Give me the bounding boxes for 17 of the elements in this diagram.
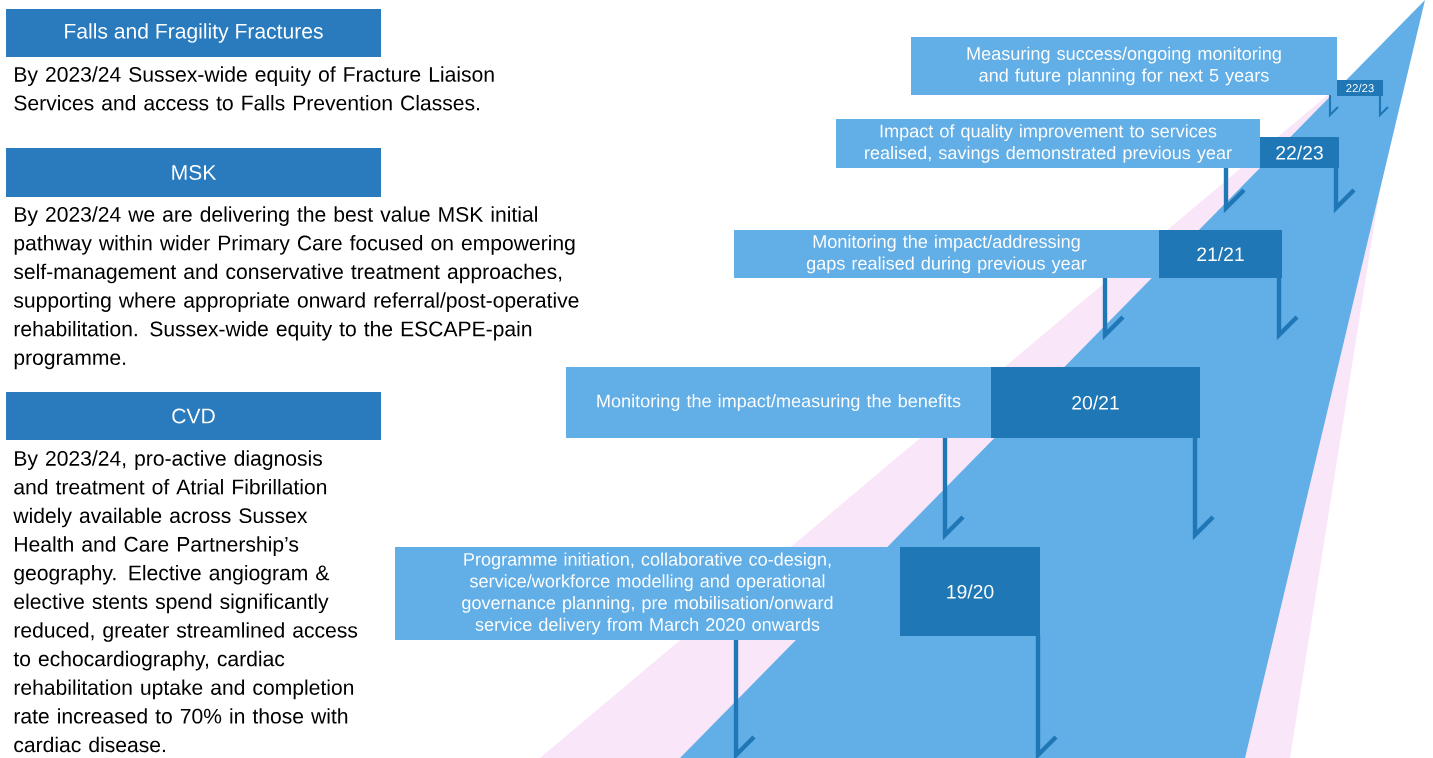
milestone-box: Monitoring the impact/measuring the benefits xyxy=(566,367,991,438)
milestone-box: Programme initiation, collaborative co-design, service/workforce modelling and operational governance planning, pre mobilisation/onward service delivery from March 2020 onwards xyxy=(395,547,900,640)
body-text: By 2023/24 Sussex-wide equity of Fracture Liaison Services and access to Falls Prevention Classes. xyxy=(14,66,494,111)
node-label: Programme initiation, collaborative co-design, service/workforce modelling and operational governance planning, pre mobilisation/onward service delivery from March 2020 onwards xyxy=(462,552,833,635)
milestone-box: Monitoring the impact/addressing gaps realised during previous year xyxy=(734,230,1159,278)
body-text: By 2023/24, pro-active diagnosis and treatment of Atrial Fibrillation widely available across Sussex Health and Care Partnership’s geography. Elective angiogram & elective stents spend significantly reduced, greater streamlined access to echocardiography, cardiac rehabilitation uptake and completion rate increased to 70% in those with cardiac disease. xyxy=(13,450,358,753)
year-flag: 21/21 xyxy=(1159,230,1282,278)
year-flag: 20/21 xyxy=(991,367,1200,438)
milestone-box: Impact of quality improvement to services realised, savings demonstrated previous year xyxy=(836,119,1260,168)
year-flag: 22/23 xyxy=(1337,80,1383,96)
year-flag: 22/23 xyxy=(1260,137,1339,168)
heading-band: CVD xyxy=(6,392,381,440)
milestone-box: Measuring success/ongoing monitoring and future planning for next 5 years xyxy=(911,37,1337,95)
body-text: By 2023/24 we are delivering the best value MSK initial pathway within wider Primary Care focused on empowering self-management and conservative treatment approaches, supporting where appropriate onward referral/post-operative rehabilitation. Sussex-wide equity to the ESCAPE-pain programme. xyxy=(13,206,579,370)
heading-band: MSK xyxy=(6,148,381,197)
heading-band: Falls and Fragility Fractures xyxy=(6,9,381,57)
year-flag: 19/20 xyxy=(900,547,1040,636)
